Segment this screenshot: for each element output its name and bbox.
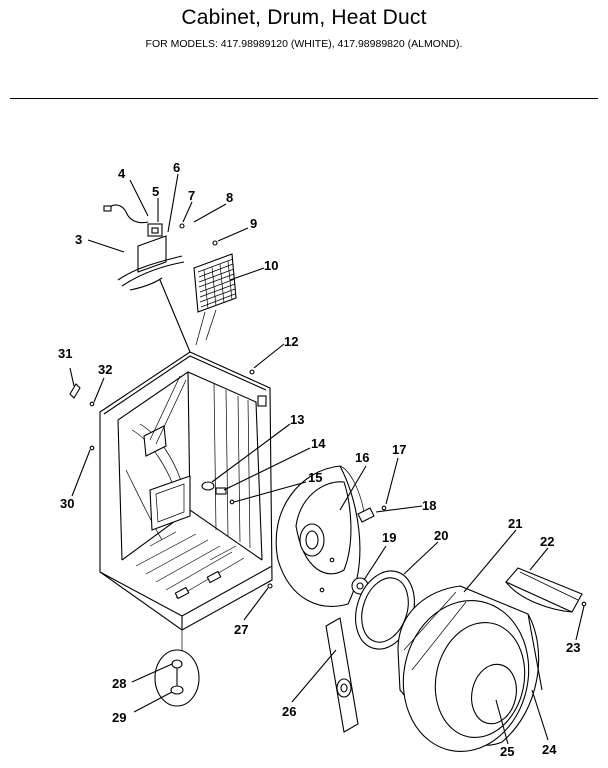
callout-30: 30 — [60, 496, 74, 511]
seal-ring-20[interactable] — [346, 563, 424, 656]
callout-20: 20 — [434, 528, 448, 543]
callout-5: 5 — [152, 184, 159, 199]
callout-31: 31 — [58, 346, 72, 361]
cabinet[interactable] — [99, 351, 273, 631]
callout-4: 4 — [118, 166, 126, 181]
page-title: Cabinet, Drum, Heat Duct — [181, 6, 427, 29]
callout-6: 6 — [173, 160, 180, 175]
callout-28: 28 — [112, 676, 126, 691]
model-subtitle: FOR MODELS: 417.98989120 (WHITE), 417.98… — [145, 38, 463, 50]
callout-13: 13 — [290, 412, 304, 427]
callout-23: 23 — [566, 640, 580, 655]
callout-29: 29 — [112, 710, 126, 725]
screw-23[interactable] — [581, 601, 587, 607]
callout-8: 8 — [226, 190, 233, 205]
callout-26: 26 — [282, 704, 296, 719]
screw-15[interactable] — [229, 499, 235, 505]
screw-9[interactable] — [212, 240, 218, 246]
callout-10: 10 — [264, 258, 278, 273]
baffle-22[interactable] — [505, 567, 583, 613]
duct-26[interactable] — [325, 617, 359, 733]
callout-17: 17 — [392, 442, 406, 457]
leveling-leg-28-29[interactable] — [154, 649, 200, 707]
header-divider — [10, 98, 598, 99]
screw-12[interactable] — [249, 369, 255, 375]
callout-3: 3 — [75, 232, 82, 247]
power-cord-assembly[interactable] — [103, 204, 185, 291]
clip-31[interactable] — [69, 383, 81, 399]
screw-30[interactable] — [89, 445, 95, 451]
callout-labels: 3 4 5 6 7 8 9 10 12 13 14 15 16 17 18 19… — [58, 160, 580, 759]
callout-24: 24 — [542, 742, 557, 757]
callout-9: 9 — [250, 216, 257, 231]
clip-14[interactable] — [215, 487, 227, 495]
callout-15: 15 — [308, 470, 322, 485]
front-bulkhead-16[interactable] — [275, 465, 365, 607]
callout-14: 14 — [311, 436, 326, 451]
screw-7[interactable] — [179, 223, 185, 229]
callout-32: 32 — [98, 362, 112, 377]
clip-13[interactable] — [201, 481, 215, 491]
sensor-18[interactable] — [357, 505, 387, 523]
callout-16: 16 — [355, 450, 369, 465]
callout-22: 22 — [540, 534, 554, 549]
drum-21[interactable] — [390, 585, 543, 763]
leader-lines — [69, 173, 585, 745]
callout-25: 25 — [500, 744, 514, 759]
callout-27: 27 — [234, 622, 248, 637]
screw-27[interactable] — [267, 583, 273, 589]
callout-18: 18 — [422, 498, 436, 513]
callout-21: 21 — [508, 516, 522, 531]
screw-32[interactable] — [89, 401, 95, 407]
callout-19: 19 — [382, 530, 396, 545]
callout-7: 7 — [188, 188, 195, 203]
lint-screen-10[interactable] — [193, 253, 237, 313]
callout-12: 12 — [284, 334, 298, 349]
